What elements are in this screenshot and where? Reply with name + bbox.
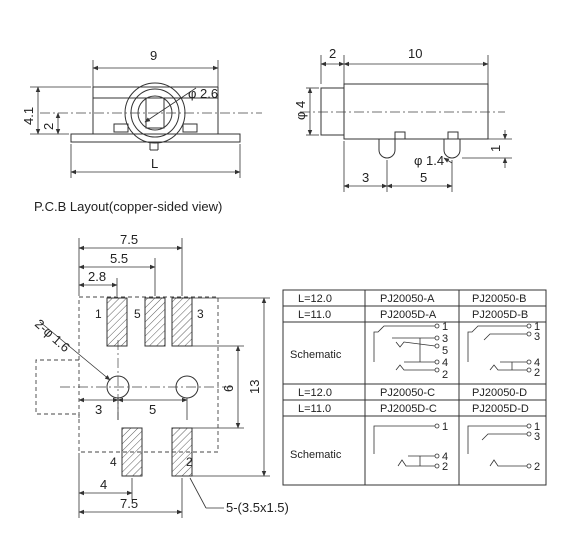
top-height-41: 4.1: [21, 107, 36, 125]
pin-label-3: 3: [197, 307, 204, 321]
table-r3-label: Schematic: [290, 349, 342, 361]
sch-b-pin-2: 2: [534, 367, 540, 379]
table-r4-c3: PJ20050-D: [472, 387, 527, 399]
table-r5-c3: PJ2005D-D: [472, 403, 529, 415]
variant-table: L=12.0 PJ20050-A PJ20050-B L=11.0 PJ2005…: [282, 289, 547, 486]
top-height-2: 2: [41, 123, 56, 130]
side-dia: φ 4: [293, 101, 308, 120]
sch-a-pin-1: 1: [442, 321, 448, 333]
pin-label-1: 1: [95, 307, 102, 321]
pcb-dim-28: 2.8: [88, 269, 106, 284]
pcb-dim-4: 4: [100, 477, 107, 492]
side-offset-3: 3: [362, 170, 369, 185]
schematic-b: 1 3 4 2: [467, 321, 540, 379]
schematic-c: 1 4 2: [373, 421, 448, 473]
sch-b-pin-4: 4: [534, 357, 540, 369]
pcb-dim-6: 6: [221, 385, 236, 392]
side-offset-5: 5: [420, 170, 427, 185]
table-r1-c3: PJ20050-B: [472, 293, 526, 305]
pad-5: [144, 297, 166, 347]
sch-b-pin-1: 1: [534, 321, 540, 333]
pcb-holes-dia: 2-φ 1.6: [32, 316, 73, 355]
sch-a-pin-4: 4: [442, 357, 448, 369]
side-view: 2 10 φ 4 1 φ 1.4 3 5: [293, 46, 512, 192]
schematic-d: 1 3 2: [467, 421, 540, 473]
pad-3: [171, 297, 193, 347]
table-r5-c2: PJ2005D-C: [380, 403, 437, 415]
pad-1: [106, 297, 128, 347]
table-r2-c1: L=11.0: [298, 309, 331, 321]
pcb-layout: 1 5 3 4 2 2-φ 1.6 7.5 5.5 2.8 3 5 6: [32, 232, 289, 518]
sch-d-pin-3: 3: [534, 431, 540, 443]
table-r1-c2: PJ20050-A: [380, 293, 435, 305]
pin-label-4: 4: [110, 455, 117, 469]
sch-a-pin-5: 5: [442, 345, 448, 357]
pcb-dim-3: 3: [95, 402, 102, 417]
top-hole-dia: φ 2.6: [188, 86, 218, 101]
sch-c-pin-1: 1: [442, 421, 448, 433]
pad-4: [121, 427, 143, 477]
pin-label-2: 2: [186, 455, 193, 469]
pcb-dim-75-top: 7.5: [120, 232, 138, 247]
top-width-dim: 9: [150, 48, 157, 63]
pcb-dim-55: 5.5: [110, 251, 128, 266]
pcb-dim-75-bottom: 7.5: [120, 496, 138, 511]
pcb-layout-title: P.C.B Layout(copper-sided view): [34, 199, 222, 214]
side-front-dim: 2: [329, 46, 336, 61]
table-r2-c3: PJ2005D-B: [472, 309, 528, 321]
table-r1-c1: L=12.0: [298, 293, 332, 305]
table-r6-label: Schematic: [290, 449, 342, 461]
table-r4-c2: PJ20050-C: [380, 387, 435, 399]
sch-d-pin-1: 1: [534, 421, 540, 433]
pcb-pad-note: 5-(3.5x1.5): [226, 500, 289, 515]
table-r4-c1: L=12.0: [298, 387, 332, 399]
side-peg-dia: φ 1.4: [414, 153, 444, 168]
sch-b-pin-3: 3: [534, 331, 540, 343]
top-view: 9 φ 2.6 4.1 2 L: [21, 48, 262, 178]
top-length-L: L: [151, 156, 158, 171]
pad-2: [171, 427, 193, 477]
table-r5-c1: L=11.0: [298, 403, 331, 415]
table-r2-c2: PJ2005D-A: [380, 309, 437, 321]
sch-d-pin-2: 2: [534, 461, 540, 473]
pcb-dim-13: 13: [247, 380, 262, 394]
pcb-dim-5: 5: [149, 402, 156, 417]
side-peg-height: 1: [488, 145, 503, 152]
side-body-dim: 10: [408, 46, 422, 61]
sch-c-pin-4: 4: [442, 451, 448, 463]
pin-label-5: 5: [134, 307, 141, 321]
sch-a-pin-2: 2: [442, 369, 448, 381]
schematic-a: 1 3 5 4 2: [373, 321, 448, 381]
sch-c-pin-2: 2: [442, 461, 448, 473]
sch-a-pin-3: 3: [442, 333, 448, 345]
